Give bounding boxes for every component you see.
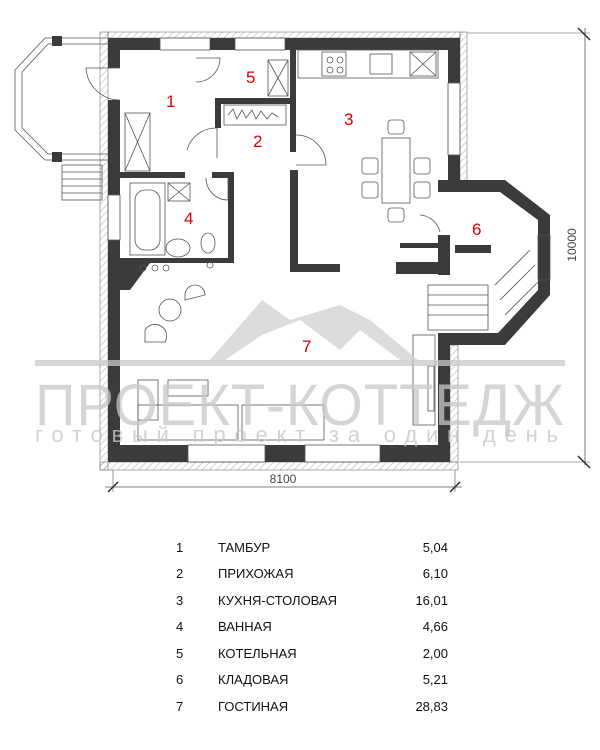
dimension-height: 10000 bbox=[460, 27, 591, 469]
watermark-subtitle: готовый проект за один день bbox=[35, 422, 565, 447]
height-dimension-label: 10000 bbox=[565, 228, 579, 262]
room-name: КОТЕЛЬНАЯ bbox=[218, 645, 297, 661]
table-row: 2 ПРИХОЖАЯ 6,10 bbox=[176, 561, 448, 588]
room-label-2: 2 bbox=[253, 132, 262, 151]
watermark: ПРОЕКТ-КОТТЕДЖ готовый проект за один де… bbox=[35, 300, 565, 447]
room-label-4: 4 bbox=[184, 209, 193, 228]
room-area: 4,66 bbox=[422, 619, 448, 635]
table-row: 4 ВАННАЯ 4,66 bbox=[176, 614, 448, 641]
room-number: 1 bbox=[176, 539, 184, 555]
room-number: 4 bbox=[176, 619, 184, 635]
table-row: 1 ТАМБУР 5,04 bbox=[176, 534, 448, 561]
room-number: 6 bbox=[176, 672, 184, 688]
room-number: 5 bbox=[176, 645, 184, 661]
room-area: 28,83 bbox=[415, 698, 448, 714]
room-number: 2 bbox=[176, 566, 184, 582]
room-name: ВАННАЯ bbox=[218, 619, 272, 635]
room-name: ПРИХОЖАЯ bbox=[218, 566, 294, 582]
room-name: КЛАДОВАЯ bbox=[218, 672, 289, 688]
room-number: 7 bbox=[176, 698, 184, 714]
room-area: 5,21 bbox=[422, 672, 448, 688]
room-label-1: 1 bbox=[166, 92, 175, 111]
room-name: КУХНЯ-СТОЛОВАЯ bbox=[218, 592, 337, 608]
floor-plan: ПРОЕКТ-КОТТЕДЖ готовый проект за один де… bbox=[14, 27, 591, 493]
room-label-6: 6 bbox=[472, 220, 481, 239]
table-row: 5 КОТЕЛЬНАЯ 2,00 bbox=[176, 640, 448, 667]
width-dimension-label: 8100 bbox=[270, 472, 297, 486]
table-row: 3 КУХНЯ-СТОЛОВАЯ 16,01 bbox=[176, 587, 448, 614]
walls bbox=[108, 38, 550, 462]
room-labels: 1 2 3 4 5 6 7 bbox=[166, 68, 481, 356]
furniture bbox=[124, 49, 539, 441]
watermark-title: ПРОЕКТ-КОТТЕДЖ bbox=[35, 373, 565, 438]
room-area: 6,10 bbox=[422, 566, 448, 582]
room-label-3: 3 bbox=[344, 110, 353, 129]
room-label-7: 7 bbox=[302, 337, 311, 356]
room-name: ГОСТИНАЯ bbox=[218, 698, 289, 714]
room-area: 16,01 bbox=[415, 592, 448, 608]
room-schedule-table: 1 ТАМБУР 5,04 2 ПРИХОЖАЯ 6,10 3 КУХНЯ-СТОЛОВА… bbox=[176, 534, 448, 720]
dimension-width: 8100 bbox=[105, 470, 462, 493]
entrance-bay bbox=[14, 36, 108, 201]
entrance-steps bbox=[61, 164, 103, 201]
windows bbox=[107, 37, 551, 463]
room-name: ТАМБУР bbox=[218, 539, 271, 555]
room-area: 5,04 bbox=[422, 539, 448, 555]
room-area: 2,00 bbox=[422, 645, 448, 661]
table-row: 6 КЛАДОВАЯ 5,21 bbox=[176, 667, 448, 694]
room-label-5: 5 bbox=[246, 68, 255, 87]
room-number: 3 bbox=[176, 592, 184, 608]
table-row: 7 ГОСТИНАЯ 28,83 bbox=[176, 693, 448, 720]
doors bbox=[85, 57, 441, 233]
